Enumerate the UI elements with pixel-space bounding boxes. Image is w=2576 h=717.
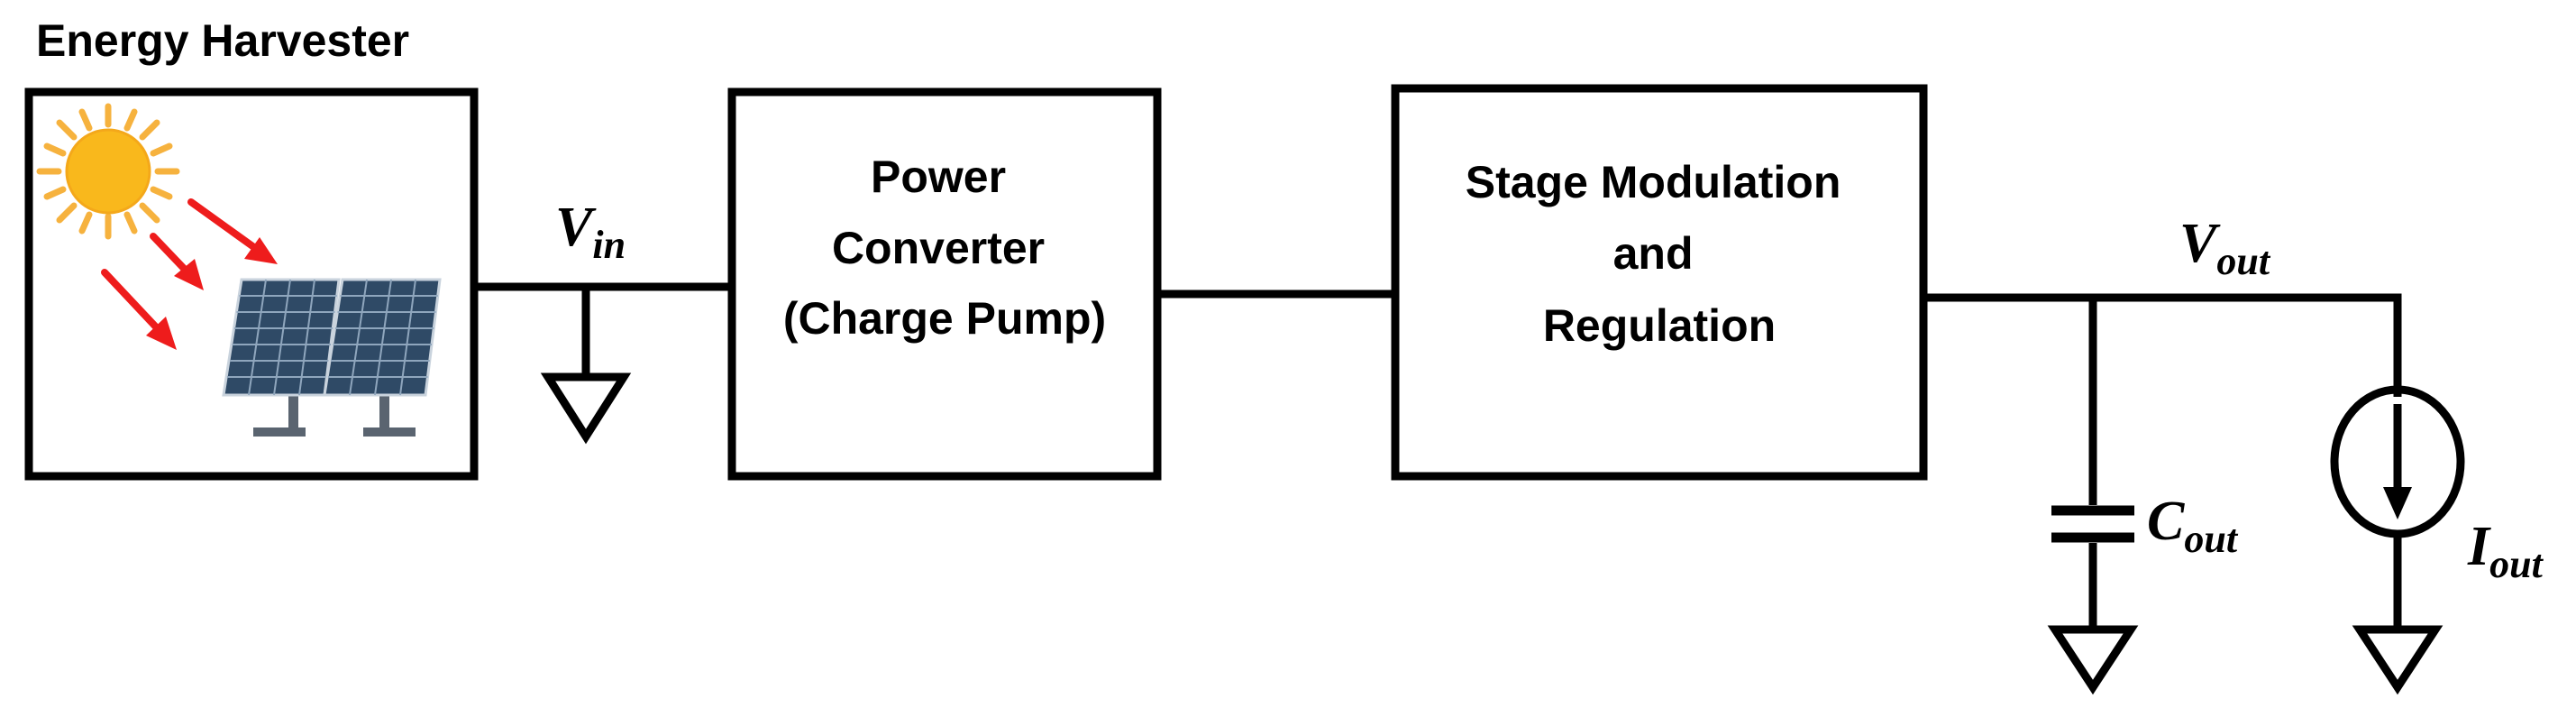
power-converter-label: Power Converter (Charge Pump) [783,152,1106,344]
stage-modulation-box [1391,84,1928,481]
iout-label: Iout [2467,516,2544,586]
stage-modulation-label: Stage Modulation and Regulation [1466,157,1854,351]
iout-ground-symbol [2352,625,2444,695]
cout-label: Cout [2147,491,2239,561]
sun-icon [36,103,180,240]
energy-harvester-title: Energy Harvester [36,15,409,66]
iout-arrow-head [2383,487,2412,519]
sunlight-arrow-icon [101,198,278,350]
solar-panel-icon [222,278,442,437]
vin-label: Vin [555,197,626,267]
power-converter-box [727,87,1162,481]
cout-ground-symbol [2047,625,2139,695]
vin-ground-symbol [540,372,632,445]
wire-vout-rail [1923,293,2402,397]
vout-label: Vout [2179,213,2271,283]
